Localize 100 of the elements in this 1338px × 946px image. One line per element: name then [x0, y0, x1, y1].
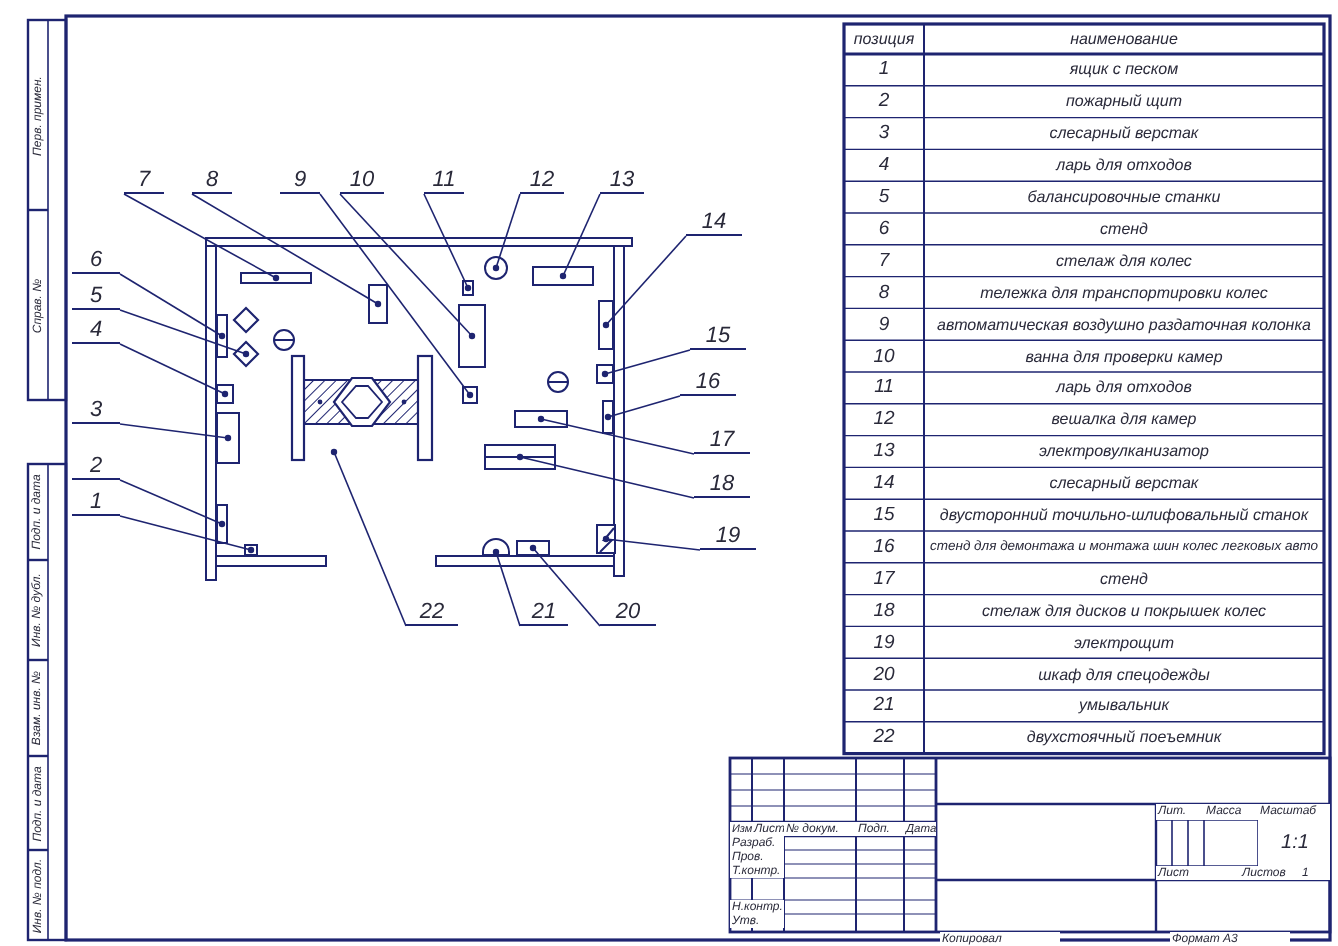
- callout-number: 10: [340, 166, 384, 194]
- position-number: 3: [876, 120, 892, 148]
- position-number: 16: [871, 533, 897, 561]
- item-name: тележка для транспортировки колес: [978, 281, 1270, 306]
- callout-number: 5: [72, 282, 120, 310]
- item-name: пожарный щит: [1064, 90, 1184, 115]
- item-name: ящик с песком: [1067, 58, 1181, 83]
- equipment-box: [216, 412, 240, 464]
- item-name: ларь для отходов: [1053, 376, 1194, 401]
- leader-line: [119, 423, 232, 442]
- leader-line: [529, 544, 601, 627]
- callout-number: 20: [600, 598, 656, 626]
- callout-number: 15: [690, 322, 746, 350]
- position-number: 6: [876, 215, 892, 243]
- callout-number: 22: [406, 598, 458, 626]
- equipment-box: [602, 400, 614, 434]
- position-number: 12: [871, 406, 897, 434]
- lift-drawing: [292, 356, 432, 460]
- callout-number: 6: [72, 246, 120, 274]
- position-number: 22: [871, 724, 897, 752]
- position-number: 14: [871, 470, 897, 498]
- callout-number: 2: [72, 452, 120, 480]
- item-name: слесарный верстак: [1047, 472, 1201, 497]
- item-name: ванна для проверки камер: [1023, 345, 1225, 370]
- callout-number: 7: [124, 166, 164, 194]
- item-name: стенд: [1098, 567, 1150, 592]
- column-header: позиция: [851, 28, 917, 52]
- leader-line: [119, 343, 229, 398]
- leader-line: [601, 349, 691, 378]
- equipment-box: [368, 284, 388, 324]
- equipment-box: [596, 524, 616, 554]
- leader-line: [559, 193, 601, 280]
- position-number: 20: [871, 661, 897, 688]
- item-name: стелаж для дисков и покрышек колес: [979, 599, 1269, 624]
- position-number: 19: [871, 629, 897, 657]
- leader-line: [119, 309, 250, 358]
- item-name: двухстоячный поеъемник: [1024, 726, 1224, 751]
- item-name: балансировочные станки: [1025, 186, 1223, 211]
- position-number: 7: [876, 247, 892, 275]
- item-name: шкаф для спецодежды: [1036, 663, 1212, 688]
- item-name: стенд: [1098, 217, 1150, 242]
- position-number: 11: [872, 374, 896, 402]
- position-number: 10: [871, 343, 897, 370]
- position-number: 15: [871, 502, 897, 529]
- callout-number: 21: [520, 598, 568, 626]
- item-name: двусторонний точильно-шлифовальный станок: [937, 504, 1311, 529]
- item-name: стелаж для колес: [1054, 249, 1194, 274]
- leader-line: [119, 515, 255, 554]
- leader-line: [339, 193, 476, 340]
- callout-number: 17: [694, 426, 750, 454]
- equipment-box: [598, 300, 614, 350]
- leader-line: [330, 448, 407, 627]
- callout-number: 9: [280, 166, 320, 194]
- position-number: 17: [871, 565, 897, 593]
- position-number: 2: [876, 88, 892, 116]
- leader-line: [423, 193, 472, 292]
- equipment-box: [532, 266, 594, 286]
- leader-line: [537, 415, 695, 455]
- equipment-box: [458, 304, 486, 368]
- callout-number: 3: [72, 396, 120, 424]
- position-number: 21: [871, 692, 897, 720]
- item-name: электровулканизатор: [1036, 440, 1212, 465]
- position-number: 5: [876, 184, 892, 211]
- leader-line: [119, 273, 226, 340]
- equipment-circle: [484, 256, 508, 280]
- item-name: слесарный верстак: [1047, 122, 1201, 147]
- leader-line: [191, 193, 382, 308]
- leader-line: [319, 193, 474, 399]
- item-name: вешалка для камер: [1049, 408, 1199, 433]
- callout-number: 11: [424, 166, 464, 194]
- callout-number: 8: [192, 166, 232, 194]
- position-number: 9: [876, 311, 892, 339]
- leader-line: [604, 395, 681, 421]
- leader-line: [602, 535, 701, 551]
- callout-number: 13: [600, 166, 644, 194]
- leader-line: [119, 479, 226, 528]
- position-number: 4: [876, 152, 892, 180]
- equipment-box: [484, 444, 556, 470]
- equipment-box: [240, 272, 312, 284]
- item-name: ларь для отходов: [1053, 154, 1194, 179]
- callout-number: 12: [520, 166, 564, 194]
- position-number: 18: [871, 597, 897, 625]
- leader-line: [123, 193, 280, 282]
- item-name: автоматическая воздушно раздаточная колонка: [935, 313, 1313, 338]
- callout-number: 16: [680, 368, 736, 396]
- callout-number: 1: [72, 488, 120, 516]
- callout-number: 18: [694, 470, 750, 498]
- leader-line: [516, 453, 695, 499]
- item-name: электрощит: [1072, 631, 1176, 656]
- equipment-box: [516, 540, 550, 556]
- item-name: умывальник: [1076, 694, 1172, 719]
- leader-line: [602, 235, 687, 329]
- callout-number: 19: [700, 522, 756, 550]
- equipment-box: [514, 410, 568, 428]
- position-number: 13: [871, 438, 897, 466]
- callout-number: 4: [72, 316, 120, 344]
- callout-number: 14: [686, 208, 742, 236]
- position-number: 1: [876, 56, 892, 84]
- leader-line: [492, 193, 521, 272]
- leader-line: [492, 548, 521, 627]
